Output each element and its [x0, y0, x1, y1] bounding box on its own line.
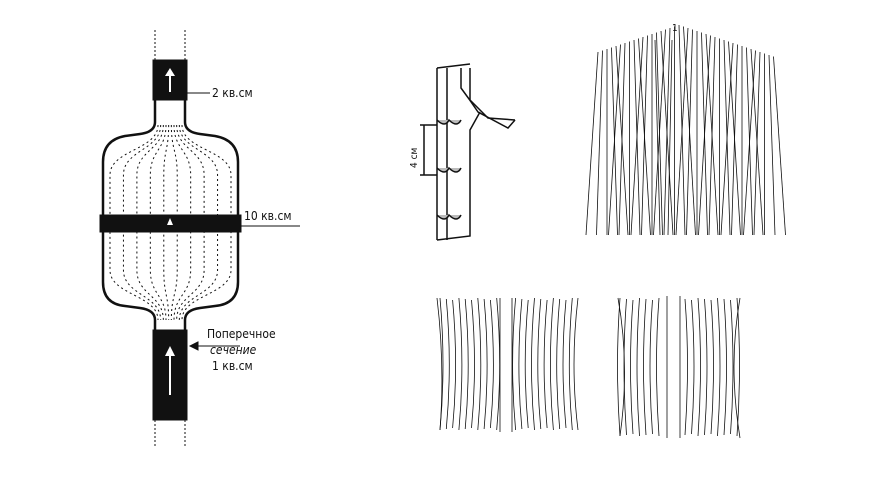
hatch-line	[178, 124, 219, 321]
hatch-line	[623, 298, 627, 436]
hatch-line	[618, 42, 626, 236]
hatch-line	[653, 29, 666, 236]
hatch-line	[697, 297, 701, 437]
hatch-line	[568, 297, 573, 431]
vein-between-muscles-contracted	[617, 296, 741, 439]
hatch-line	[630, 299, 634, 435]
hatch-line	[617, 297, 621, 437]
hatch-line	[445, 298, 450, 430]
hatch-line	[550, 297, 554, 431]
hatch-line	[736, 297, 740, 437]
hatch-line	[537, 298, 542, 430]
hatch-line	[512, 297, 516, 431]
hatch-line	[698, 35, 711, 236]
leg-muscles-drawing	[585, 24, 786, 236]
hatch-line	[656, 297, 660, 437]
hatch-line	[717, 297, 721, 437]
hatch-line	[675, 27, 689, 236]
hatch-line	[452, 299, 456, 429]
hatch-line	[477, 297, 482, 431]
hatch-line	[436, 297, 579, 432]
vein-between-muscles-relaxed	[436, 297, 579, 432]
bottom-tube	[152, 329, 240, 448]
marker-1: 1	[672, 23, 678, 34]
hatch-line	[483, 298, 488, 430]
hatch-line	[496, 297, 501, 431]
hatch-line	[768, 54, 776, 236]
hatch-line	[753, 51, 761, 236]
hatch-line	[686, 29, 693, 236]
hatch-line	[585, 51, 599, 236]
label-cross-section: Поперечное	[207, 327, 276, 341]
hatch-line	[617, 296, 741, 439]
hatch-line	[464, 298, 469, 430]
flow-tube-diagram	[99, 30, 300, 448]
hatch-line	[556, 298, 561, 430]
hatch-line	[543, 299, 548, 429]
hatch-line	[654, 39, 673, 236]
hatch-line	[730, 299, 734, 435]
hatch-line	[720, 42, 734, 236]
hatch-line	[723, 298, 727, 436]
label-2-sq-cm: 2 кв.см	[212, 86, 253, 100]
hatch-line	[643, 298, 647, 436]
hatch-line	[471, 299, 475, 429]
label-10-sq-cm: 10 кв.см	[244, 209, 292, 223]
label-4-cm: 4 см	[409, 147, 420, 168]
hatch-line	[524, 299, 529, 429]
hatch-line	[490, 299, 494, 429]
hatch-line	[608, 44, 621, 236]
hatch-line	[518, 298, 523, 430]
hatch-line	[562, 299, 567, 429]
hatch-line	[630, 36, 644, 236]
hatch-line	[773, 56, 786, 236]
hatch-line	[531, 297, 535, 431]
hatch-line	[663, 27, 671, 236]
hatch-line	[636, 297, 640, 437]
vein-with-valves-drawing	[420, 63, 516, 241]
hatch-line	[743, 50, 756, 236]
hatch-line	[710, 299, 714, 435]
hatch-line	[596, 50, 603, 236]
hatch-line	[704, 298, 708, 436]
hatch-line	[458, 297, 463, 431]
hatch-line	[691, 299, 695, 435]
hatch-line	[731, 44, 738, 236]
hatch-line	[649, 299, 653, 435]
top-tube	[152, 30, 210, 101]
hatch-line	[641, 35, 648, 236]
hatch-line	[122, 124, 162, 321]
label-section: сечение	[210, 343, 257, 357]
hatch-line	[684, 298, 688, 436]
hatch-line	[708, 36, 716, 236]
label-1-sq-cm: 1 кв.см	[212, 359, 253, 373]
